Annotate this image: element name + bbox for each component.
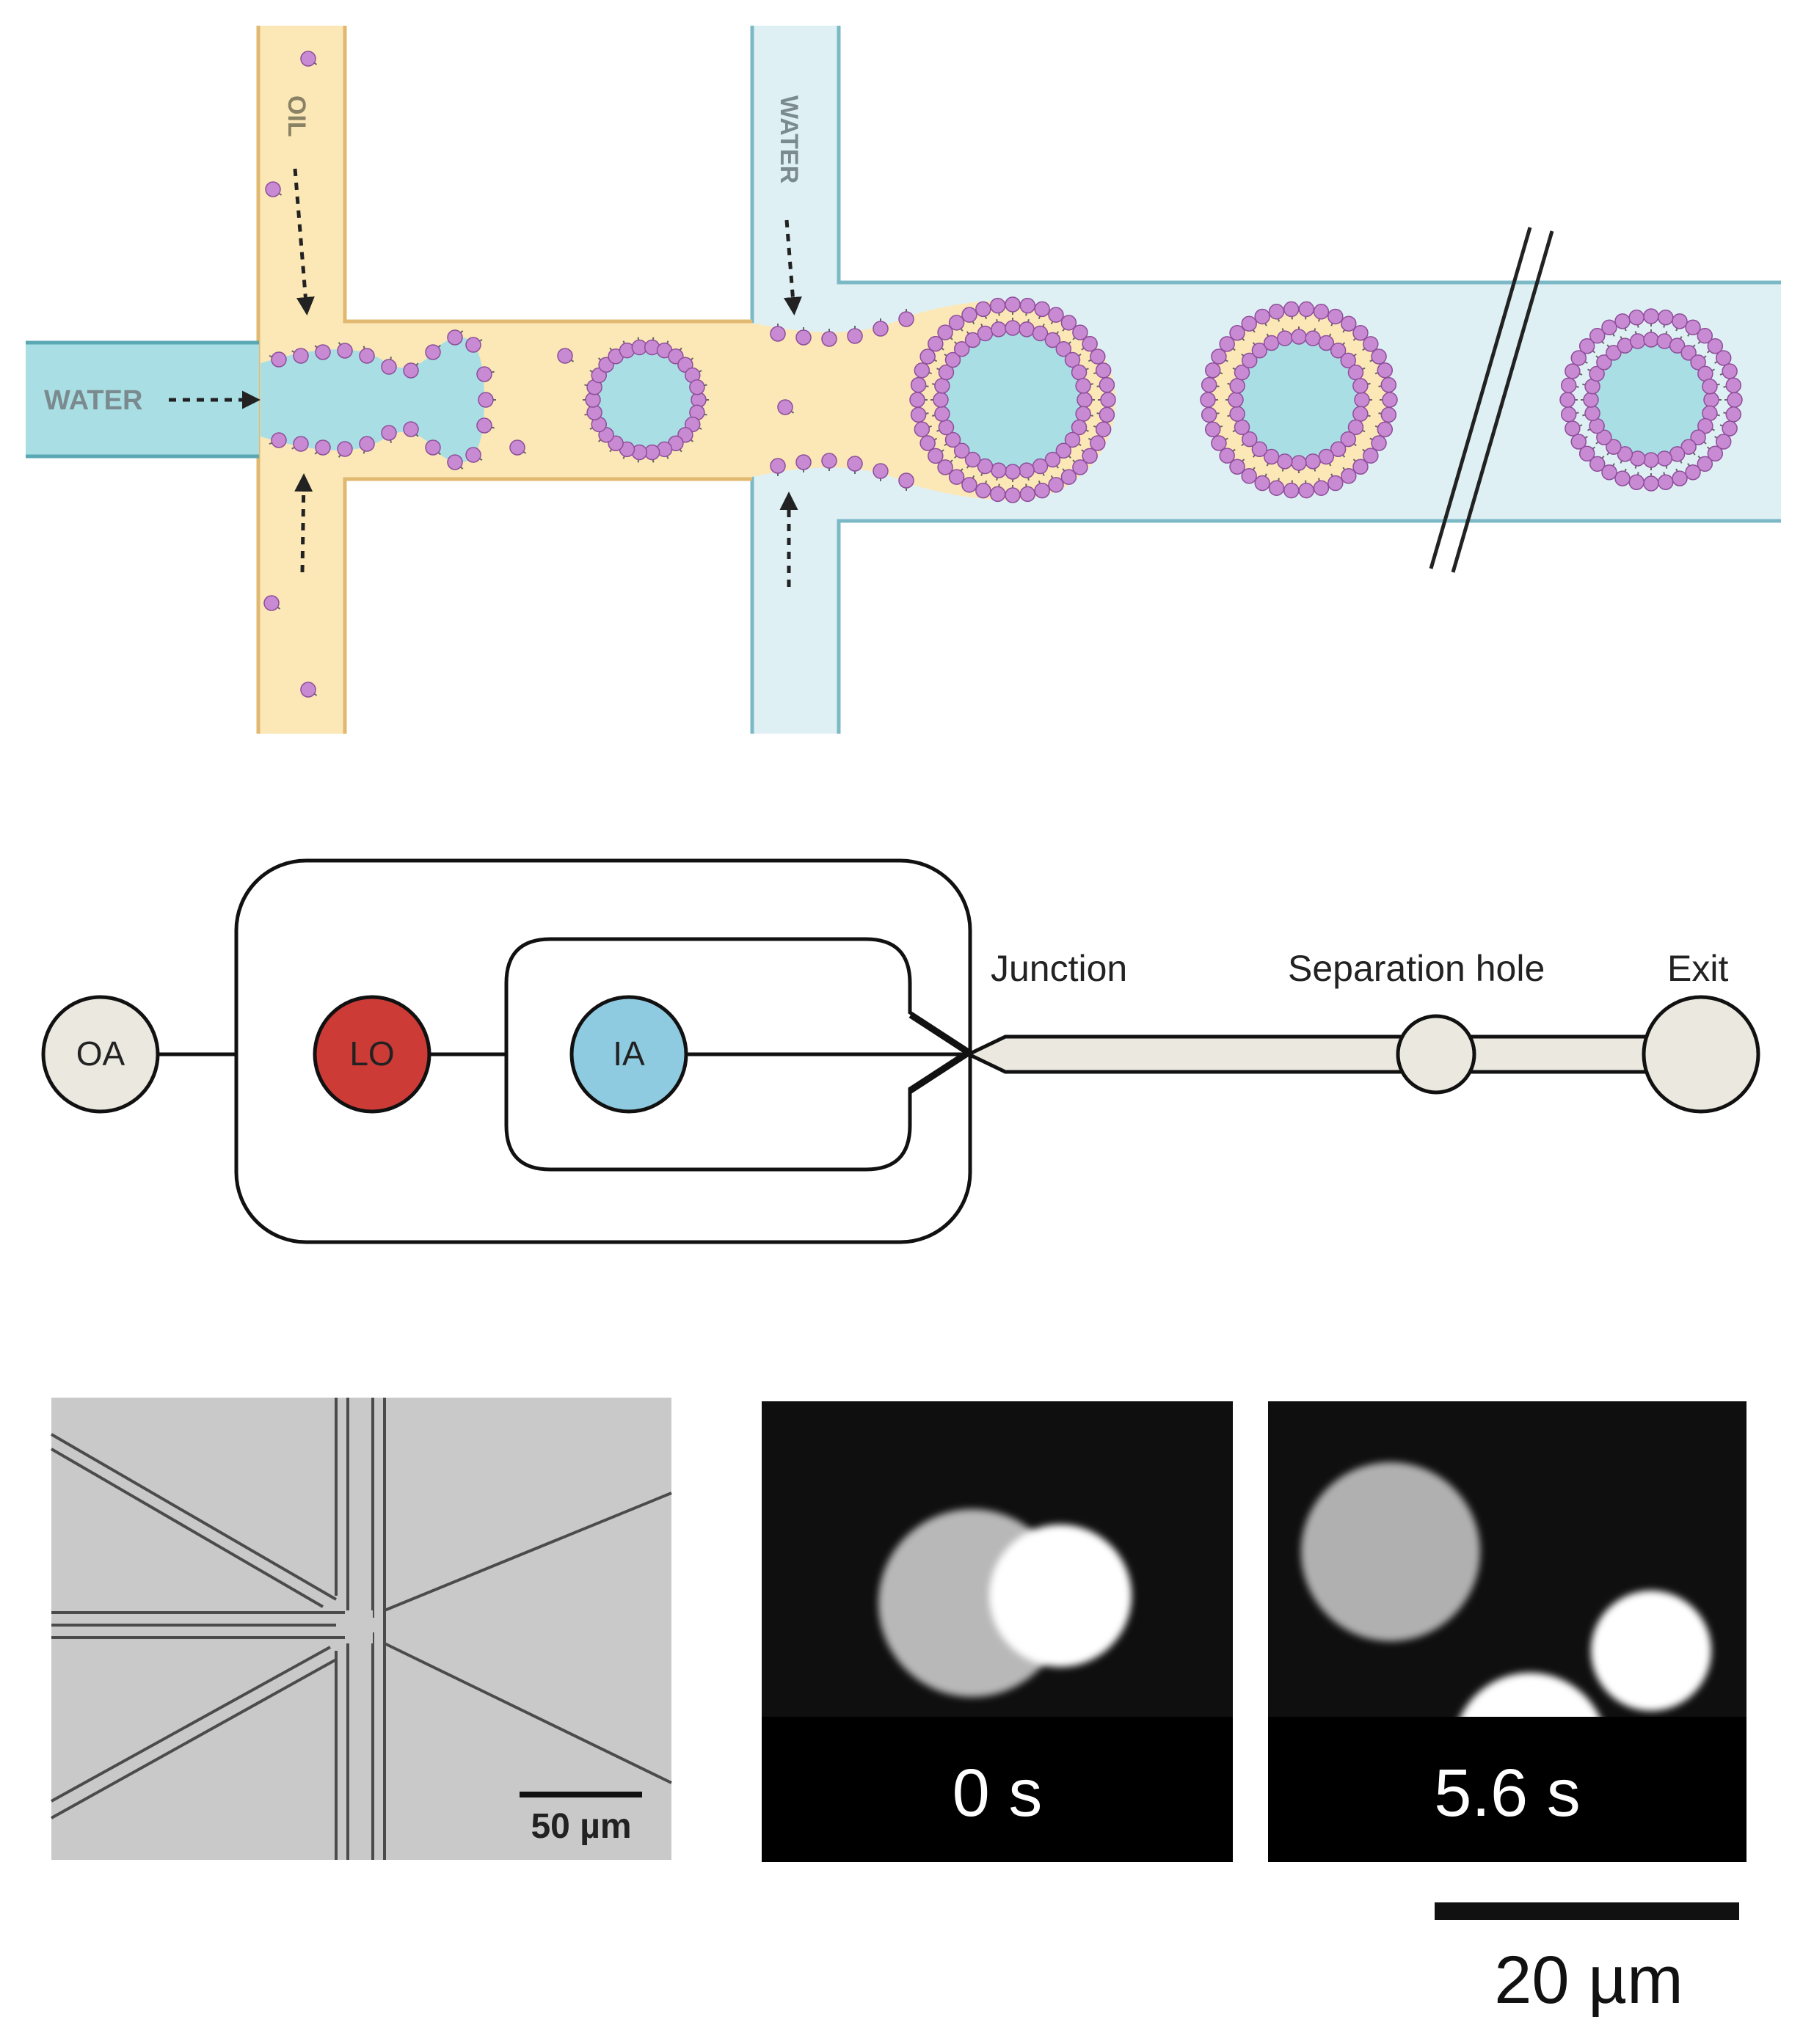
- frame1-time-label: 0 s: [953, 1756, 1043, 1831]
- exit-label: Exit: [1667, 948, 1728, 989]
- vesicle-bright-1: [989, 1525, 1132, 1667]
- fluorescence-frame-1: 0 s: [762, 1401, 1233, 1862]
- separation-label: Separation hole: [1288, 948, 1545, 989]
- vesicle-dim-2: [1301, 1462, 1480, 1641]
- label-water-right: WATER: [775, 95, 803, 183]
- port-lo-label: LO: [349, 1034, 394, 1073]
- vesicle-bright-2: [1591, 1591, 1711, 1711]
- chip-layout-schematic: OA LO IA Junction Separation hole Exit: [43, 861, 1758, 1242]
- micrograph-scale-label: 50 µm: [531, 1807, 631, 1846]
- label-oil: OIL: [283, 95, 310, 137]
- fluorescence-scale-label: 20 µm: [1494, 1943, 1683, 2018]
- junction-micrograph: 50 µm: [51, 1398, 671, 1860]
- separation-hole: [1398, 1016, 1474, 1092]
- port-ia-label: IA: [613, 1034, 645, 1073]
- exit-port: [1644, 997, 1758, 1112]
- port-oa-label: OA: [76, 1034, 125, 1073]
- fluorescence-frame-2: 5.6 s: [1268, 1401, 1746, 1862]
- frame2-time-label: 5.6 s: [1434, 1756, 1580, 1831]
- label-water-left: WATER: [44, 385, 142, 416]
- outlet-channel: [969, 1037, 1662, 1072]
- junction-label: Junction: [991, 948, 1127, 989]
- vesicle-formation-schematic: WATER OIL WATER: [26, 26, 1781, 734]
